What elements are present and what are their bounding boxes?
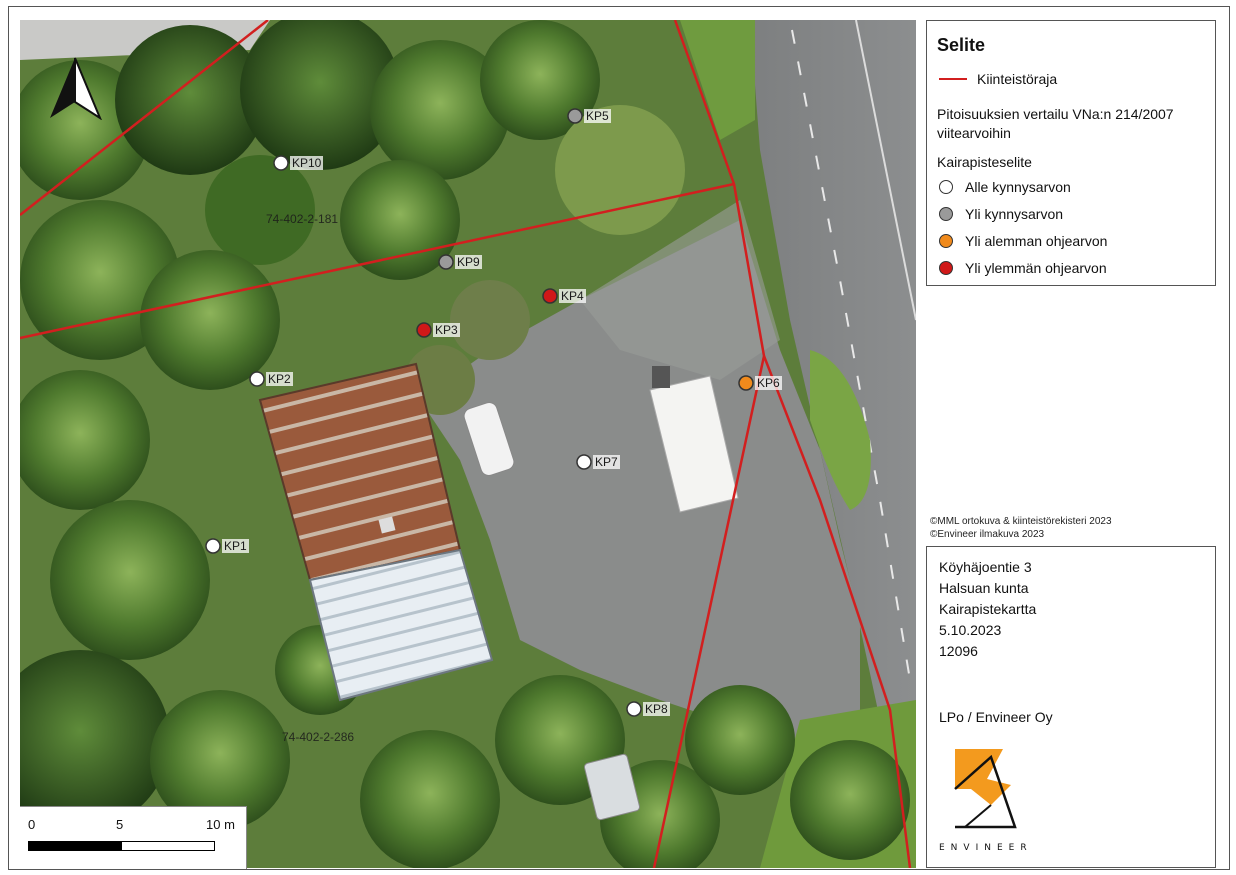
orange-circle-icon [939,234,953,248]
sample-point-kp9 [438,254,454,270]
sample-point-kp1 [205,538,221,554]
scale-label-0: 0 [28,817,36,832]
legend-class-label: Yli alemman ohjearvon [965,233,1108,249]
sample-point-label: KP1 [222,539,249,553]
sample-point-kp2 [249,371,265,387]
sample-point-kp7 [576,454,592,470]
info-date: 5.10.2023 [939,622,1002,638]
legend-comparison-text: Pitoisuuksien vertailu VNa:n 214/2007 vi… [937,106,1174,141]
property-line-swatch [939,78,967,80]
info-project-number: 12096 [939,643,978,659]
legend-property-line: Kiinteistöraja [939,71,1057,87]
legend-property-line-label: Kiinteistöraja [977,71,1058,87]
scale-label-10: 10 m [206,817,235,832]
scale-segment-white [121,841,215,851]
credit-line: ©MML ortokuva & kiinteistörekisteri 2023 [930,516,1112,527]
sample-point-label: KP9 [455,255,482,269]
map-credits: ©MML ortokuva & kiinteistörekisteri 2023… [930,515,1112,541]
legend-class-yli-ylemman: Yli ylemmän ohjearvon [939,260,1107,276]
sample-point-kp6 [738,375,754,391]
sample-point-label: KP7 [593,455,620,469]
parcel-label-286: 74-402-2-286 [282,730,355,744]
legend-class-label: Yli kynnysarvon [965,206,1064,222]
sample-point-label: KP5 [584,109,611,123]
legend-panel: Selite Kiinteistöraja Pitoisuuksien vert… [926,20,1216,286]
legend-title: Selite [937,35,986,55]
sample-point-kp4 [542,288,558,304]
scale-segment-black [28,841,122,851]
info-municipality: Halsuan kunta [939,580,1029,596]
parcel-label-181: 74-402-2-181 [266,212,339,226]
sample-point-label: KP2 [266,372,293,386]
grey-circle-icon [939,207,953,221]
sample-point-label: KP8 [643,702,670,716]
legend-class-yli-kynnys: Yli kynnysarvon [939,206,1063,222]
legend-points-heading: Kairapisteselite [937,154,1032,170]
legend-class-yli-alemman: Yli alemman ohjearvon [939,233,1107,249]
sample-point-kp5 [567,108,583,124]
legend-class-label: Alle kynnysarvon [965,179,1071,195]
north-arrow-icon [48,56,102,120]
info-author: LPo / Envineer Oy [939,709,1053,725]
scale-label-5: 5 [116,817,124,832]
sample-point-label: KP10 [290,156,324,170]
info-panel: Köyhäjoentie 3 Halsuan kunta Kairapistek… [926,546,1216,868]
sample-point-kp10 [273,155,289,171]
sample-point-label: KP6 [755,376,782,390]
envineer-logo-icon [951,745,1027,831]
legend-class-label: Yli ylemmän ohjearvon [965,260,1107,276]
sample-point-label: KP4 [559,289,586,303]
red-circle-icon [939,261,953,275]
legend-class-alle: Alle kynnysarvon [939,179,1071,195]
sample-point-kp3 [416,322,432,338]
info-map-title: Kairapistekartta [939,601,1037,617]
logo-text: ENVINEER [939,843,1033,853]
map-frame [8,6,1230,870]
info-address: Köyhäjoentie 3 [939,559,1032,575]
map-canvas [20,20,916,868]
credit-line: ©Envineer ilmakuva 2023 [930,529,1045,540]
sample-point-label: KP3 [433,323,460,337]
sample-point-kp8 [626,701,642,717]
scale-bar: 0 5 10 m [20,806,247,869]
white-circle-icon [939,180,953,194]
